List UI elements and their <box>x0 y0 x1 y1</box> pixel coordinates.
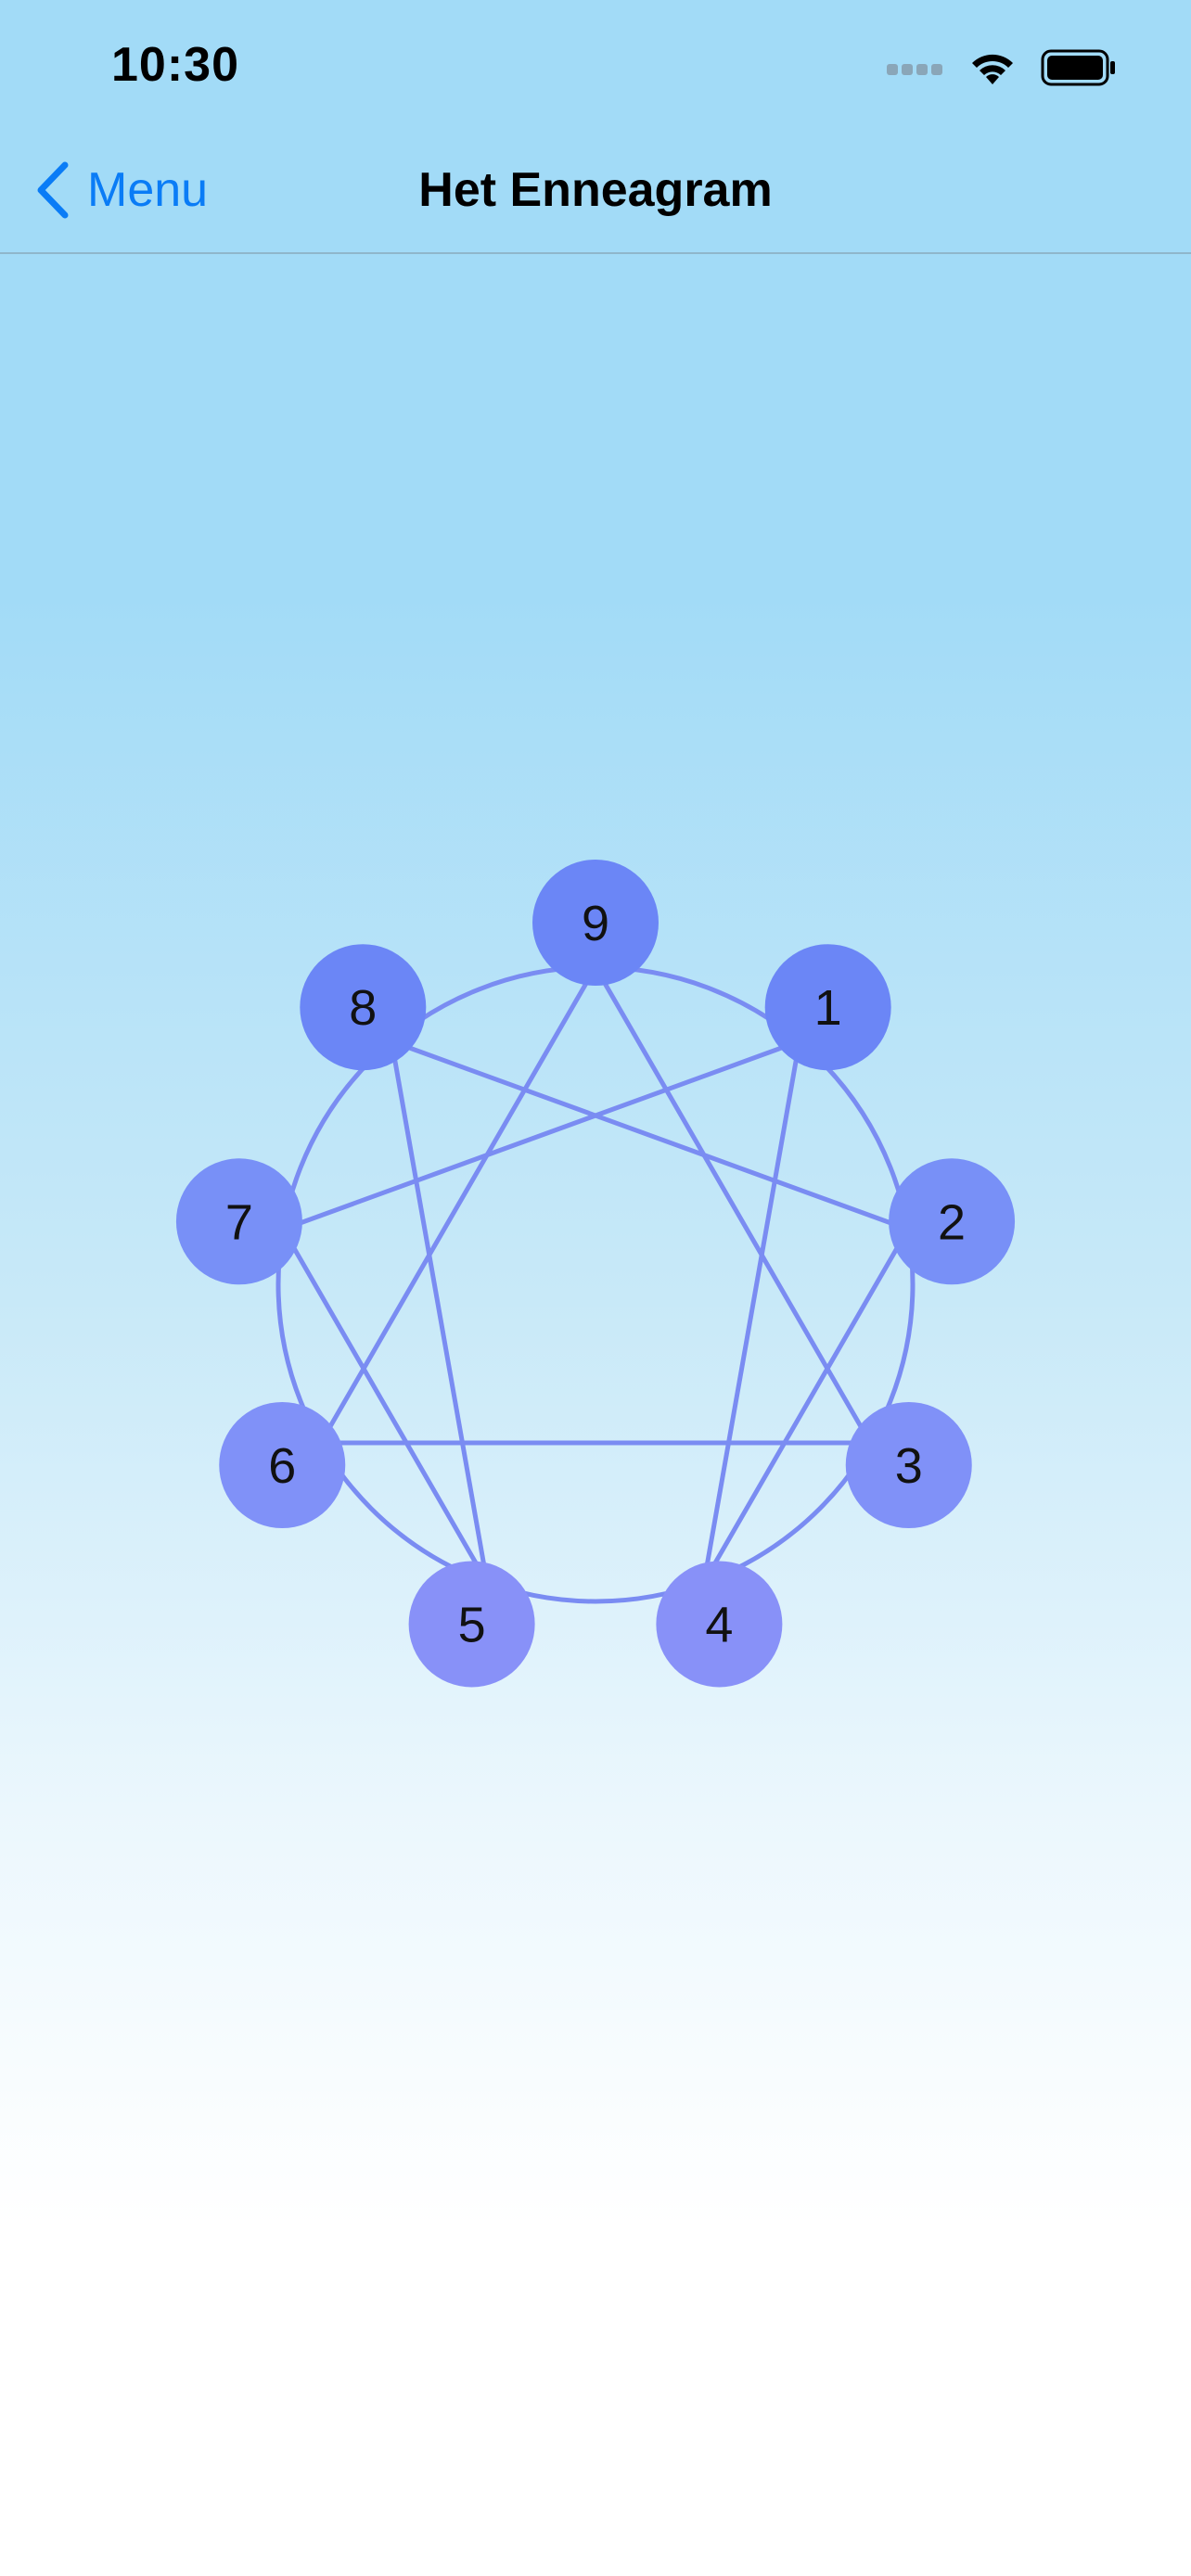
hexad-line <box>701 1228 910 1584</box>
enneagram-point-7[interactable]: 7 <box>175 1158 302 1285</box>
enneagram-point-1[interactable]: 1 <box>764 944 891 1071</box>
triangle-line <box>318 965 598 1445</box>
enneagram-point-label: 9 <box>582 896 609 951</box>
chevron-left-icon <box>37 161 69 219</box>
enneagram-point-label: 2 <box>938 1194 966 1250</box>
enneagram-point-5[interactable]: 5 <box>408 1561 535 1688</box>
status-time: 10:30 <box>111 38 239 92</box>
enneagram-point-2[interactable]: 2 <box>889 1158 1016 1285</box>
enneagram-point-circle <box>889 1158 1016 1285</box>
enneagram-point-9[interactable]: 9 <box>532 860 659 986</box>
enneagram-point-label: 4 <box>705 1597 733 1652</box>
enneagram-point-label: 6 <box>268 1438 296 1494</box>
enneagram-point-label: 1 <box>814 980 842 1036</box>
enneagram-point-circle <box>175 1158 302 1285</box>
enneagram-point-circle <box>408 1561 535 1688</box>
enneagram-point-circle <box>532 860 659 986</box>
enneagram-point-4[interactable]: 4 <box>656 1561 783 1688</box>
hexad-line <box>701 1040 802 1583</box>
enneagram-point-circle <box>219 1402 346 1528</box>
wifi-icon <box>972 54 1013 84</box>
back-button[interactable]: Menu <box>33 158 208 223</box>
triangle-line <box>593 965 873 1445</box>
status-icons <box>887 45 1117 91</box>
enneagram-points: 9 1 2 3 4 5 6 7 8 <box>175 860 1016 1688</box>
navigation-bar: Menu Het Enneagram <box>0 139 1191 254</box>
enneagram-point-circle <box>656 1561 783 1688</box>
hexad-line <box>391 1039 909 1231</box>
enneagram-point-6[interactable]: 6 <box>219 1402 346 1528</box>
enneagram-point-circle <box>764 944 891 1071</box>
enneagram-point-label: 8 <box>349 980 377 1036</box>
hexad-line <box>389 1040 490 1583</box>
status-bar: 10:30 <box>0 0 1191 139</box>
hexad-line <box>282 1039 800 1231</box>
page-title: Het Enneagram <box>418 163 773 217</box>
enneagram-point-circle <box>300 944 427 1071</box>
enneagram-point-label: 5 <box>458 1597 486 1652</box>
cellular-signal-icon <box>887 64 942 75</box>
enneagram-point-3[interactable]: 3 <box>845 1402 972 1528</box>
back-button-label: Menu <box>87 163 209 217</box>
hexad-line <box>281 1228 490 1584</box>
enneagram-point-circle <box>845 1402 972 1528</box>
enneagram-point-8[interactable]: 8 <box>300 944 427 1071</box>
battery-icon <box>1041 49 1115 86</box>
enneagram-point-label: 3 <box>895 1438 923 1494</box>
enneagram-point-label: 7 <box>225 1194 253 1250</box>
